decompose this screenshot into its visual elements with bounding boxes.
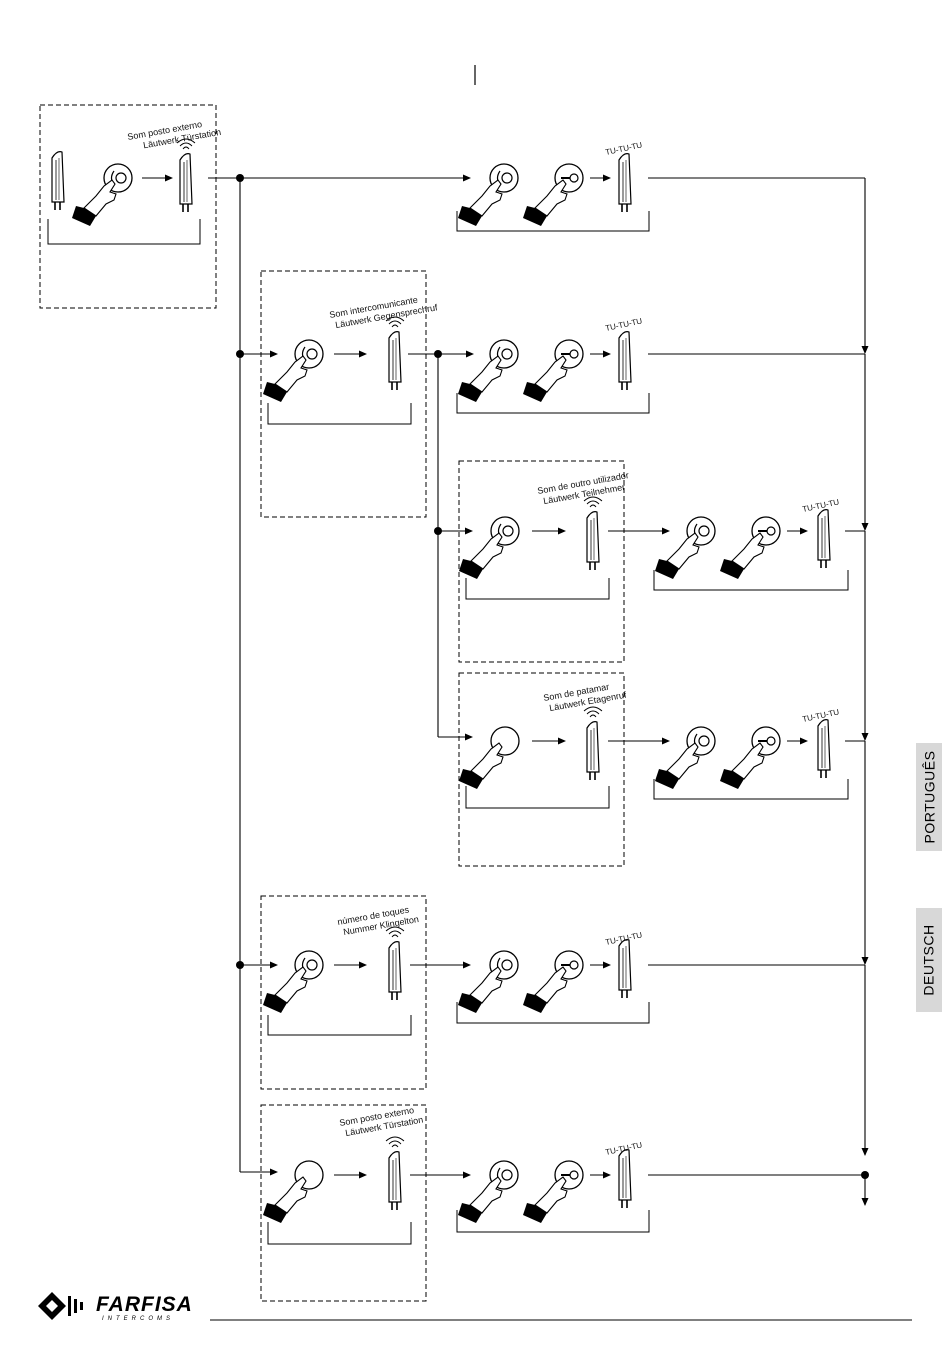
group-floor-call: Som de patamarLäutwerk Etagenruf — [458, 679, 628, 790]
svg-text:Som posto externoLäutwerk Türs: Som posto externoLäutwerk Türstation — [339, 1104, 424, 1139]
pressing-hand-icon — [457, 1176, 503, 1224]
pressing-hand-icon — [522, 179, 568, 227]
group-door-station-2: Som posto externoLäutwerk Türstation — [262, 1104, 424, 1224]
pressing-hand-icon — [719, 742, 765, 790]
svg-text:número de toquesNummer Klingel: número de toquesNummer Klingelton — [337, 903, 420, 938]
handset-icon — [618, 938, 632, 999]
ring-waves-icon — [583, 706, 603, 718]
svg-text:Som de patamarLäutwerk Etagenr: Som de patamarLäutwerk Etagenruf — [543, 679, 628, 714]
pressing-hand-icon — [457, 355, 503, 403]
tab-deutsch[interactable]: DEUTSCH — [916, 908, 942, 1012]
pressing-hand-icon — [457, 966, 503, 1014]
tab-portugues[interactable]: PORTUGUÊS — [916, 743, 942, 851]
dashed-boxes — [39, 104, 625, 1302]
ringing-handset-icon — [388, 1150, 402, 1211]
group-door-station: Som posto externoLäutwerk Türstation — [51, 116, 222, 227]
group-other-user: Som de outro utilizadorLäutwerk Teilnehm… — [458, 470, 632, 580]
ringing-handset-icon — [388, 330, 402, 391]
pressing-hand-icon — [522, 1176, 568, 1224]
pressing-hand-icon — [262, 966, 308, 1014]
handset-icon — [51, 150, 65, 211]
pressing-hand-icon — [262, 1176, 308, 1224]
answer-group-4: TU-TU-TU — [654, 707, 840, 790]
pressing-hand-icon — [457, 179, 503, 227]
ringing-handset-icon — [586, 510, 600, 571]
answer-group-3: TU-TU-TU — [654, 497, 840, 580]
answer-group-2: TU-TU-TU — [457, 316, 644, 403]
handset-icon — [817, 508, 831, 569]
svg-text:Som posto externoLäutwerk Türs: Som posto externoLäutwerk Türstation — [127, 116, 222, 153]
brand-name: FARFISA — [96, 1293, 193, 1316]
brackets — [47, 211, 849, 1245]
junction-dots — [236, 174, 869, 1179]
tab-portugues-label: PORTUGUÊS — [921, 750, 937, 844]
farfisa-logo-icon — [38, 1292, 83, 1320]
ringing-handset-icon — [586, 720, 600, 781]
handset-icon — [618, 1148, 632, 1209]
tab-deutsch-label: DEUTSCH — [921, 924, 938, 996]
pressing-hand-icon — [654, 532, 700, 580]
handset-icon — [618, 330, 632, 391]
handset-icon — [817, 718, 831, 779]
group-intercom-call: Som intercomunicanteLäutwerk Gegensprech… — [262, 291, 439, 403]
pressing-hand-icon — [71, 179, 117, 227]
brand-logo: FARFISA INTERCOMS — [38, 1290, 213, 1326]
pressing-hand-icon — [654, 742, 700, 790]
answer-group-6: TU-TU-TU — [457, 1140, 643, 1224]
svg-text:Som de outro utilizadorLäutwer: Som de outro utilizadorLäutwerk Teilnehm… — [537, 470, 632, 507]
handset-icon — [618, 152, 632, 213]
pressing-hand-icon — [522, 966, 568, 1014]
svg-text:TU-TU-TU: TU-TU-TU — [605, 316, 644, 333]
answer-group-1: TU-TU-TU — [457, 140, 643, 227]
brand-subtitle: INTERCOMS — [102, 1316, 174, 1322]
pressing-hand-icon — [522, 355, 568, 403]
pressing-hand-icon — [719, 532, 765, 580]
svg-text:Som intercomunicanteLäutwerk G: Som intercomunicanteLäutwerk Gegensprech… — [329, 291, 439, 330]
pressing-hand-icon — [458, 742, 504, 790]
ringing-handset-icon — [179, 152, 193, 213]
answer-group-5: TU-TU-TU — [457, 930, 643, 1014]
connectors — [142, 174, 869, 1206]
pressing-hand-icon — [262, 355, 308, 403]
pressing-hand-icon — [458, 532, 504, 580]
ringing-handset-icon — [388, 940, 402, 1001]
ring-waves-icon — [385, 1136, 405, 1148]
group-ring-count: número de toquesNummer Klingelton — [262, 903, 420, 1014]
